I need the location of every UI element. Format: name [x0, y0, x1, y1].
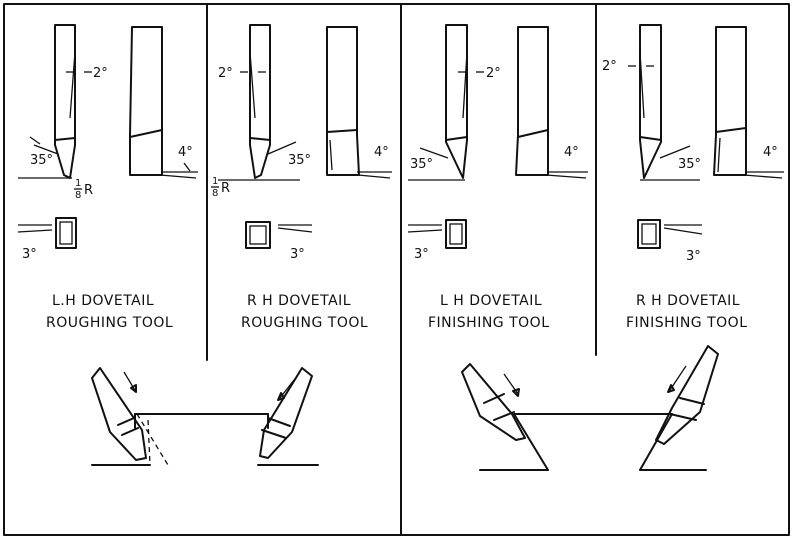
rh-roughing-radius-num: 1 [212, 176, 218, 187]
rh-finishing-label-line2: FINISHING TOOL [626, 315, 748, 331]
lh-roughing-radius-num: 1 [75, 178, 81, 189]
rh-finishing-section-angle: 3° [686, 249, 701, 264]
lh-finishing-front-angle: 4° [564, 145, 579, 160]
figure-frame [3, 3, 790, 536]
rh-roughing-radius-den: 8 [212, 188, 218, 199]
lh-finishing-section-view: 3° [407, 219, 467, 262]
lh-finishing-side-angle: 2° [486, 66, 501, 81]
rh-roughing-label-line2: ROUGHING TOOL [241, 315, 368, 331]
lh-finishing-edge-angle: 35° [410, 157, 433, 172]
finishing-in-work-illustration [461, 345, 719, 471]
rh-roughing-edge-angle: 35° [288, 153, 311, 168]
lh-finishing-section-angle: 3° [414, 247, 429, 262]
rh-finishing-front-view: 4° [713, 26, 784, 179]
lh-roughing-label-line1: L.H DOVETAIL [52, 293, 154, 309]
rh-finishing-edge-angle: 35° [678, 157, 701, 172]
rh-finishing-tool-drawing: 2° 35° 4° 3° R H DOVETAIL FINISHING TOOL [602, 24, 784, 331]
rh-finishing-side-angle: 2° [602, 59, 617, 74]
lh-finishing-tool-drawing: 2° 35° 4° 3° L H DOVETAIL FINISHING TOOL [407, 24, 588, 331]
lh-roughing-side-view: 2° 35° 1 8 R [18, 24, 108, 201]
lh-roughing-label-line2: ROUGHING TOOL [46, 315, 173, 331]
rh-roughing-section-view: 3° [245, 221, 313, 262]
lh-roughing-tool-drawing: 2° 35° 1 8 R 4° 3° L.H DOVETAIL ROUGHING… [17, 24, 198, 331]
rh-roughing-front-view: 4° [326, 26, 392, 179]
roughing-in-work-illustration [91, 367, 319, 466]
lh-roughing-side-angle: 2° [93, 66, 108, 81]
lh-roughing-radius-unit: R [84, 183, 93, 198]
lh-roughing-radius-den: 8 [75, 190, 81, 201]
rh-finishing-front-angle: 4° [763, 145, 778, 160]
lh-finishing-label-line2: FINISHING TOOL [428, 315, 550, 331]
lh-finishing-label-line1: L H DOVETAIL [440, 293, 542, 309]
rh-roughing-tool-drawing: 2° 35° 1 8 R 4° 3° R H DOVETAIL ROUGHING… [211, 24, 392, 331]
rh-roughing-label-line1: R H DOVETAIL [247, 293, 351, 309]
rh-roughing-section-angle: 3° [290, 247, 305, 262]
rh-roughing-side-view: 2° 35° 1 8 R [211, 24, 311, 199]
rh-finishing-side-view: 2° 35° [602, 24, 701, 181]
rh-finishing-label-line1: R H DOVETAIL [636, 293, 740, 309]
rh-roughing-radius-unit: R [221, 181, 230, 196]
rh-roughing-side-angle: 2° [218, 66, 233, 81]
lh-roughing-front-view: 4° [129, 26, 198, 179]
lh-roughing-front-angle: 4° [178, 145, 193, 160]
lh-finishing-front-view: 4° [515, 26, 588, 179]
rh-roughing-front-angle: 4° [374, 145, 389, 160]
lh-roughing-section-view: 3° [17, 217, 77, 262]
rh-finishing-section-view: 3° [637, 219, 703, 264]
lh-roughing-edge-angle: 35° [30, 153, 53, 168]
lh-finishing-side-view: 2° 35° [408, 24, 501, 181]
lh-roughing-section-angle: 3° [22, 247, 37, 262]
